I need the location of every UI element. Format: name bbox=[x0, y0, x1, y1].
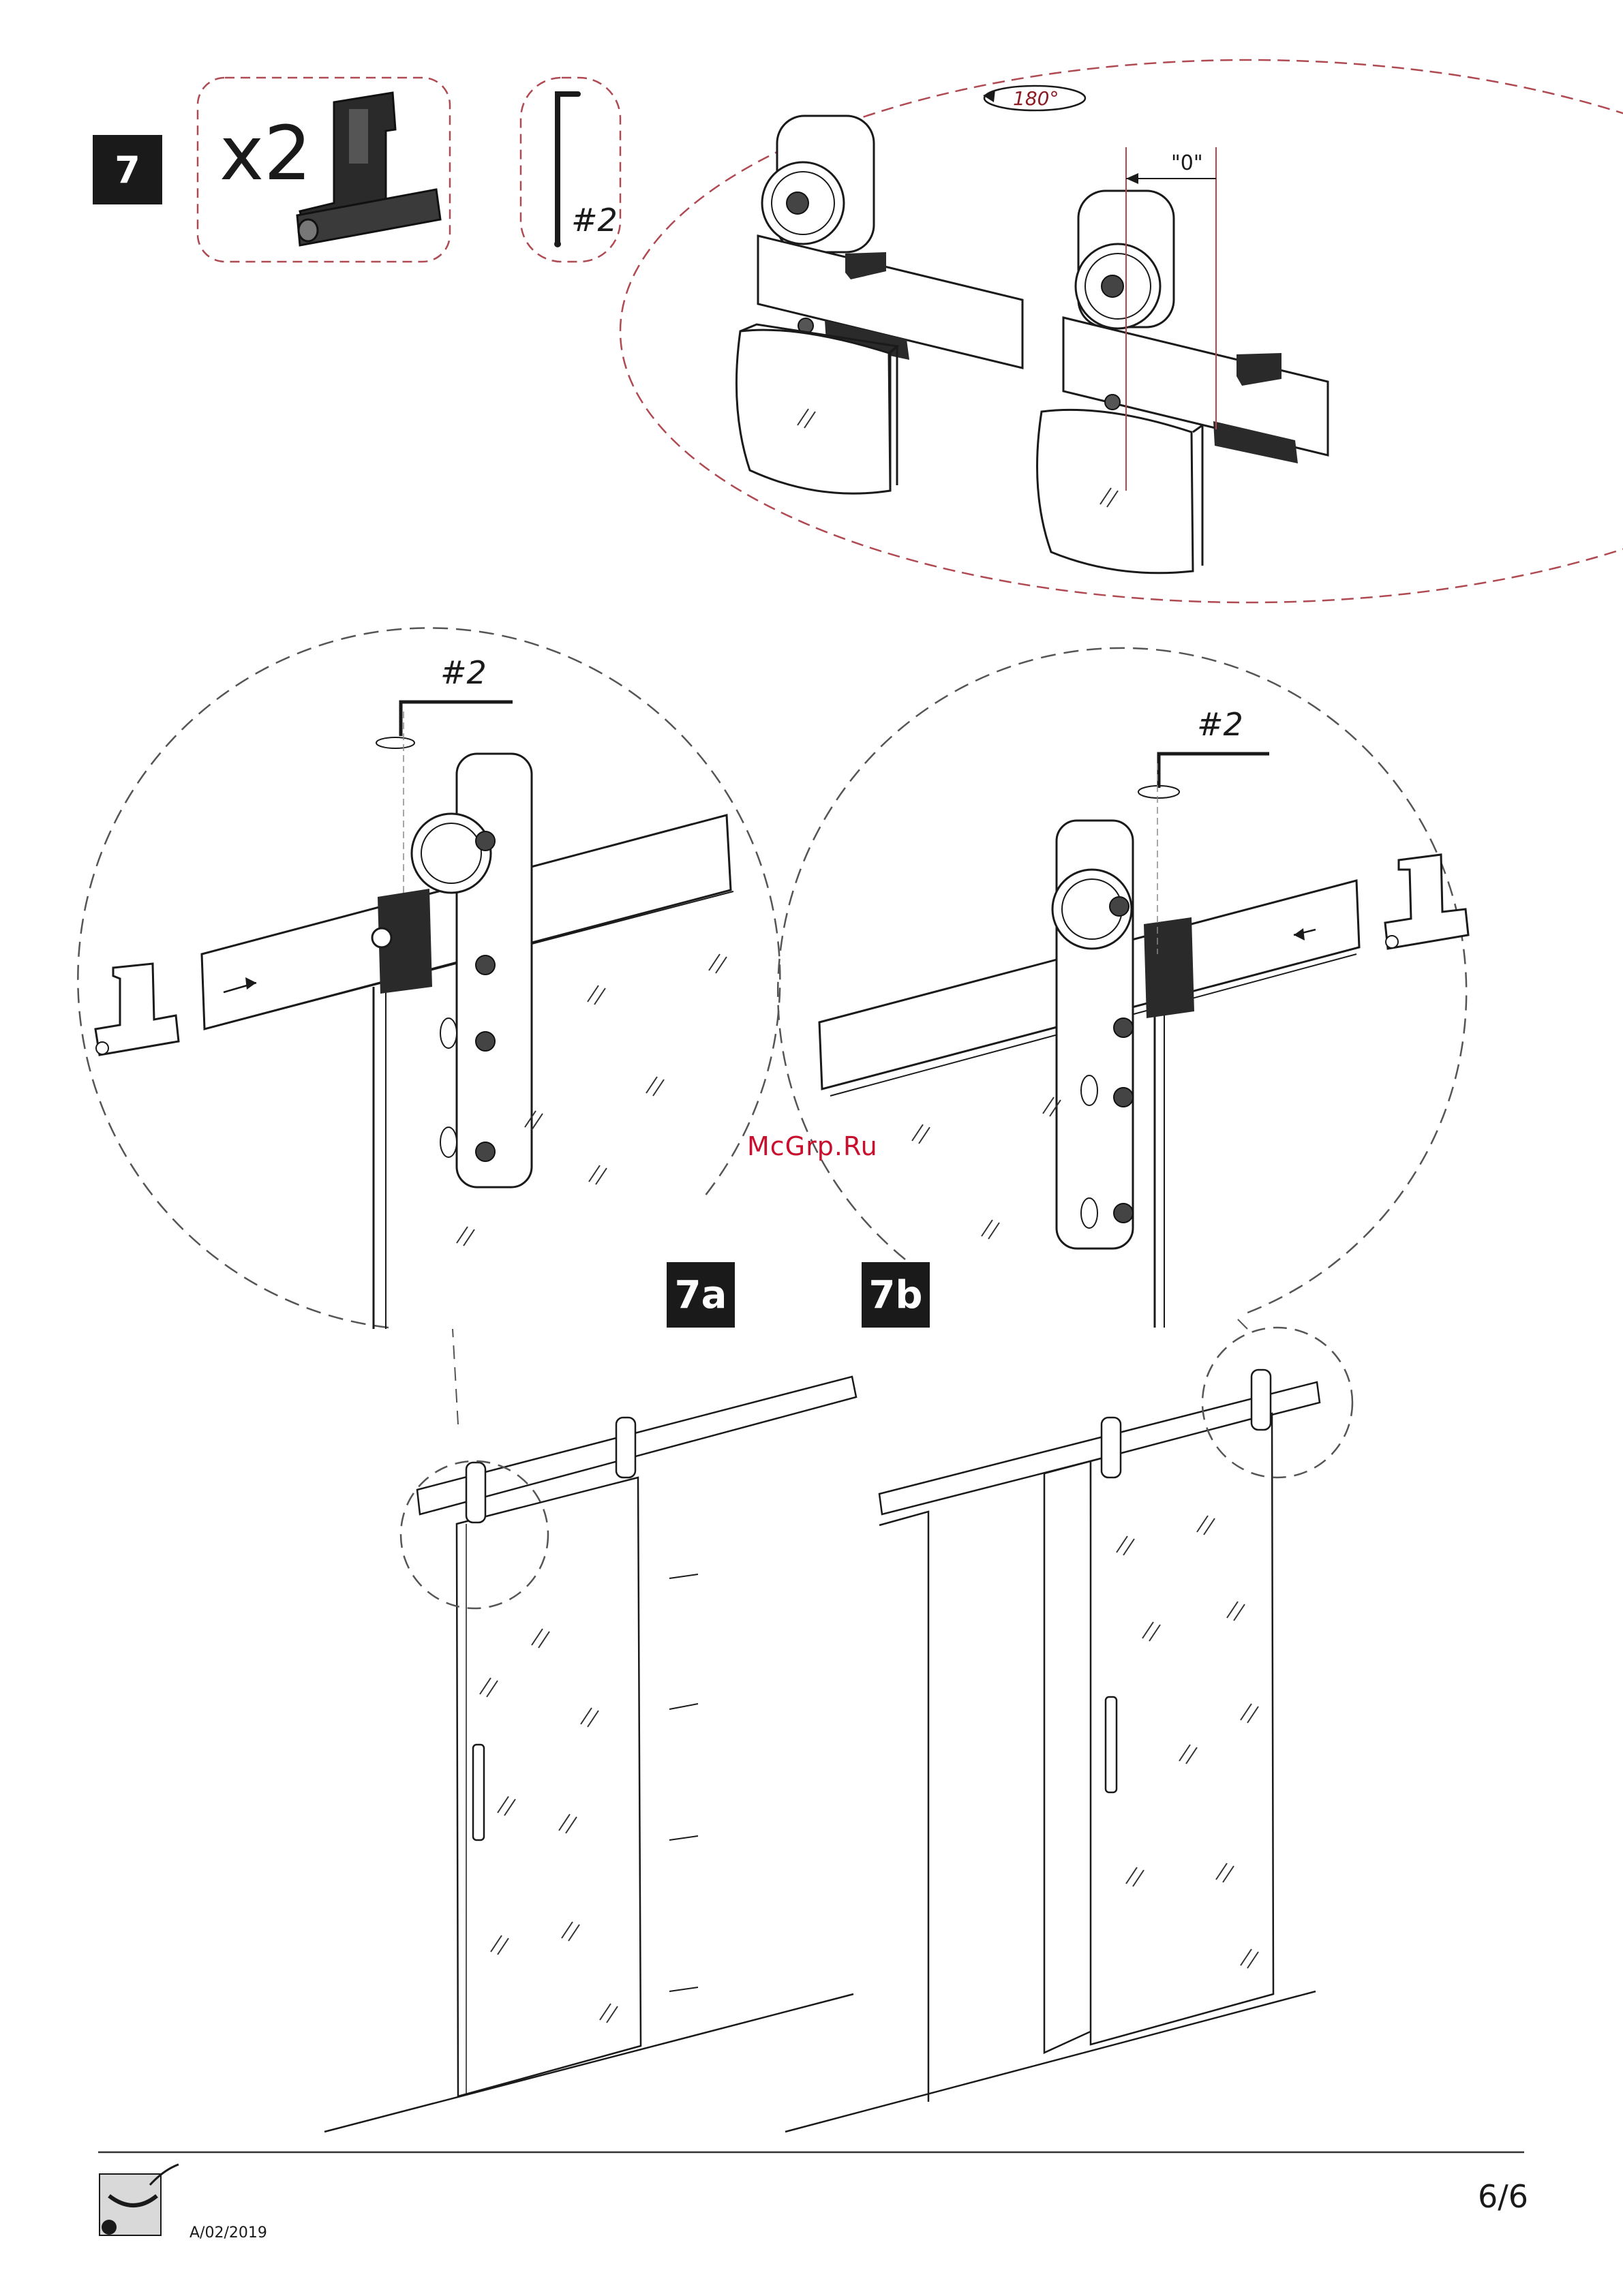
page-number: 6/6 bbox=[1478, 2178, 1528, 2215]
gap-dimension-label: "0" bbox=[1171, 151, 1203, 175]
company-logo bbox=[100, 2164, 179, 2235]
tool-size-label-7b: #2 bbox=[1197, 706, 1243, 743]
hanger-left bbox=[736, 116, 1022, 493]
substep-badge-7b: 7b bbox=[862, 1262, 930, 1328]
substep-badge-7a: 7a bbox=[667, 1262, 735, 1328]
document-code: A/02/2019 bbox=[189, 2224, 267, 2241]
rotation-angle-label: 180° bbox=[1013, 87, 1059, 110]
step-number-badge: 7 bbox=[93, 135, 162, 204]
door-7b-overview bbox=[785, 1315, 1352, 2132]
tool-size-label-7a: #2 bbox=[440, 654, 487, 691]
detail-7a bbox=[78, 628, 780, 1329]
end-stop-7a-icon bbox=[95, 964, 179, 1055]
door-7a-overview bbox=[324, 1329, 856, 2132]
hanger-right bbox=[1037, 147, 1328, 573]
end-stop-icon bbox=[297, 93, 440, 245]
quantity-label: x2 bbox=[219, 116, 312, 191]
tool-size-label: #2 bbox=[571, 202, 618, 239]
end-stop-7b-icon bbox=[1385, 855, 1468, 949]
detail-rotation-view bbox=[620, 60, 1623, 602]
watermark: McGrp.Ru bbox=[747, 1131, 878, 1161]
detail-7b bbox=[778, 648, 1468, 1328]
